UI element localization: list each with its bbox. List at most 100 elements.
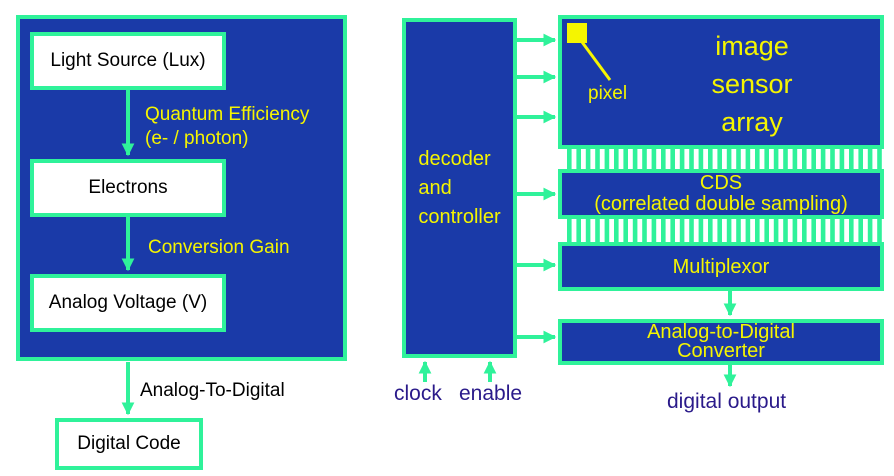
bus-line-upper-5: [614, 149, 619, 169]
bus-line-lower-8: [642, 219, 647, 242]
bus-line-lower-3: [595, 219, 600, 242]
bus-line-upper-12: [679, 149, 685, 169]
bus-line-upper-8: [642, 149, 647, 169]
bus-line-lower-20: [755, 219, 760, 242]
bus-line-upper-0: [567, 149, 572, 169]
bus-line-lower-16: [717, 219, 722, 242]
bus-line-upper-21: [764, 149, 769, 169]
bus-line-lower-19: [745, 219, 751, 242]
pixel-square: [567, 23, 587, 43]
bus-line-upper-33: [877, 149, 882, 169]
bus-line-lower-30: [849, 219, 854, 242]
bus-line-upper-17: [726, 149, 732, 169]
bus-line-upper-32: [867, 149, 873, 169]
electrons-box: Electrons: [30, 159, 226, 217]
conversion-gain-label: Conversion Gain: [148, 237, 290, 258]
bus-line-lower-9: [651, 219, 657, 242]
bus-line-lower-26: [811, 219, 816, 242]
bus-line-upper-2: [585, 149, 591, 169]
bus-line-lower-7: [632, 219, 638, 242]
bus-line-lower-0: [567, 219, 572, 242]
bus-line-upper-14: [698, 149, 704, 169]
decoder-line-1: decoder: [418, 147, 491, 170]
multiplexor-block: Multiplexor: [558, 242, 884, 291]
cds-block: CDS (correlated double sampling): [558, 169, 884, 219]
bus-line-upper-28: [830, 149, 835, 169]
bus-line-lower-13: [689, 219, 694, 242]
pixel-pointer: [580, 41, 612, 81]
bus-line-lower-28: [830, 219, 835, 242]
adc-block: Analog-to-Digital Converter: [558, 319, 884, 365]
light-source-label: Light Source (Lux): [50, 50, 206, 71]
bus-line-lower-17: [726, 219, 732, 242]
digital-output-label: digital output: [667, 390, 787, 413]
bus-line-upper-29: [839, 149, 845, 169]
bus-line-lower-11: [670, 219, 675, 242]
digital-code-box: Digital Code: [55, 418, 203, 470]
bus-line-upper-7: [632, 149, 638, 169]
bus-line-lower-15: [708, 219, 713, 242]
bus-line-upper-30: [849, 149, 854, 169]
bus-line-upper-27: [820, 149, 826, 169]
cds-label-line-2: (correlated double sampling): [594, 193, 848, 215]
bus-line-lower-14: [698, 219, 704, 242]
sensor-line-3: array: [721, 107, 783, 137]
decoder-line-2: and: [418, 176, 452, 199]
cds-label-line-1: CDS: [699, 172, 743, 194]
bus-line-upper-31: [858, 149, 863, 169]
pixel-label: pixel: [588, 83, 628, 104]
bus-line-upper-9: [651, 149, 657, 169]
bus-line-lower-33: [877, 219, 882, 242]
bus-line-upper-6: [623, 149, 628, 169]
bus-line-upper-26: [811, 149, 816, 169]
bus-line-lower-5: [614, 219, 619, 242]
clock-label: clock: [394, 382, 442, 405]
bus-line-lower-22: [773, 219, 779, 242]
adc-label-line-1: Analog-to-Digital: [647, 321, 795, 343]
analog-voltage-box: Analog Voltage (V): [30, 274, 226, 332]
bus-line-lower-21: [764, 219, 769, 242]
bus-line-lower-4: [604, 219, 610, 242]
enable-label: enable: [459, 382, 523, 405]
bus-line-upper-25: [802, 149, 807, 169]
bus-line-lower-29: [839, 219, 845, 242]
bus-line-lower-1: [576, 219, 581, 242]
column-bus-cds-to-mux: [567, 219, 882, 242]
multiplexor-label: Multiplexor: [672, 255, 770, 278]
bus-line-upper-13: [689, 149, 694, 169]
decoder-line-3: controller: [418, 205, 501, 228]
sensor-line-2: sensor: [711, 69, 793, 99]
electrons-label: Electrons: [88, 177, 168, 198]
bus-line-upper-3: [595, 149, 600, 169]
bus-line-upper-19: [745, 149, 751, 169]
light-source-box: Light Source (Lux): [30, 32, 226, 90]
decoder-controller-block: decoder and controller: [402, 18, 517, 358]
column-bus-sensor-to-cds: [567, 149, 882, 169]
bus-line-lower-27: [820, 219, 826, 242]
bus-line-lower-12: [679, 219, 685, 242]
bus-line-upper-16: [717, 149, 722, 169]
quantum-efficiency-label: Quantum Efficiency (e- / photon): [145, 104, 310, 149]
bus-line-upper-23: [783, 149, 788, 169]
bus-line-upper-11: [670, 149, 675, 169]
bus-line-lower-32: [867, 219, 873, 242]
bus-line-upper-22: [773, 149, 779, 169]
analog-voltage-label: Analog Voltage (V): [48, 292, 208, 313]
bus-line-upper-18: [736, 149, 741, 169]
bus-line-upper-1: [576, 149, 581, 169]
sensor-line-1: image: [715, 31, 789, 61]
digital-code-label: Digital Code: [77, 433, 181, 454]
bus-line-lower-6: [623, 219, 628, 242]
bus-line-lower-23: [783, 219, 788, 242]
image-sensor-array-block: image sensor array pixel: [558, 15, 884, 149]
bus-line-upper-15: [708, 149, 713, 169]
bus-line-upper-10: [661, 149, 666, 169]
bus-line-lower-18: [736, 219, 741, 242]
bus-line-upper-20: [755, 149, 760, 169]
bus-line-upper-24: [792, 149, 798, 169]
bus-line-lower-25: [802, 219, 807, 242]
bus-line-lower-31: [858, 219, 863, 242]
bus-line-lower-24: [792, 219, 798, 242]
adc-label-line-2: Converter: [677, 340, 765, 362]
